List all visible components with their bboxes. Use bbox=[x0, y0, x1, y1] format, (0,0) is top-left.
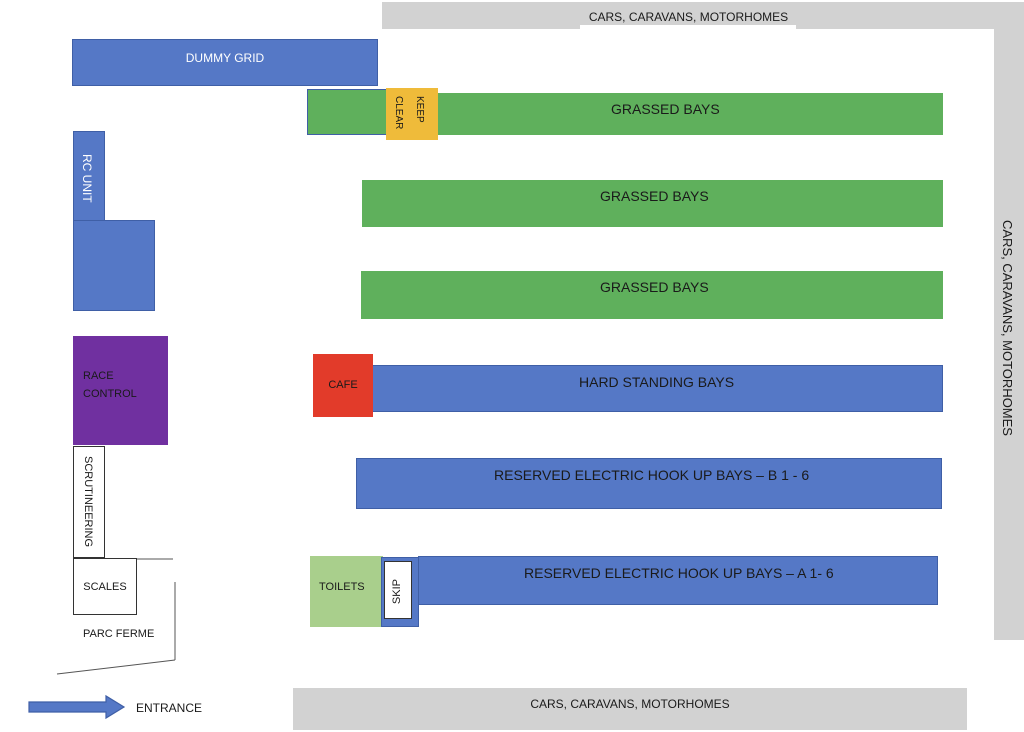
right-parking-area: CARS, CARAVANS, MOTORHOMES bbox=[994, 2, 1024, 640]
keep-clear-line1: KEEP bbox=[414, 96, 425, 123]
grassed-bays-2-label: GRASSED BAYS bbox=[600, 188, 709, 204]
race-control-line1: RACE bbox=[83, 370, 114, 382]
grassed-bays-1-label: GRASSED BAYS bbox=[611, 101, 720, 117]
rc-unit: RC UNIT bbox=[73, 131, 105, 221]
cafe-label: CAFE bbox=[328, 379, 358, 391]
reserved-electric-bays-a: RESERVED ELECTRIC HOOK UP BAYS – A 1- 6 bbox=[418, 556, 938, 605]
dummy-grid-label: DUMMY GRID bbox=[185, 51, 265, 65]
parc-ferme-bottom-edge bbox=[56, 659, 176, 675]
race-control-line2: CONTROL bbox=[83, 388, 137, 400]
grassed-bays-3-label: GRASSED BAYS bbox=[600, 279, 709, 295]
parc-ferme-label: PARC FERME bbox=[83, 628, 155, 640]
scrutineering: SCRUTINEERING bbox=[73, 446, 105, 558]
grassed-bays-2: GRASSED BAYS bbox=[362, 180, 943, 227]
reserved-electric-bays-b: RESERVED ELECTRIC HOOK UP BAYS – B 1 - 6 bbox=[356, 458, 942, 509]
rc-unit-label: RC UNIT bbox=[80, 154, 94, 203]
scales-label: SCALES bbox=[83, 581, 127, 593]
bottom-parking-area: CARS, CARAVANS, MOTORHOMES bbox=[293, 688, 967, 730]
grassed-bays-3: GRASSED BAYS bbox=[361, 271, 943, 319]
grassed-bays-1: GRASSED BAYS bbox=[437, 93, 943, 135]
hard-standing-label: HARD STANDING BAYS bbox=[579, 374, 735, 390]
reserved-a-label: RESERVED ELECTRIC HOOK UP BAYS – A 1- 6 bbox=[524, 565, 834, 581]
top-parking-area: CARS, CARAVANS, MOTORHOMES bbox=[382, 2, 995, 29]
entrance-label: ENTRANCE bbox=[136, 701, 203, 715]
dummy-grid: DUMMY GRID bbox=[72, 39, 378, 86]
grassed-bays-1-left-segment bbox=[307, 89, 387, 135]
reserved-b-label: RESERVED ELECTRIC HOOK UP BAYS – B 1 - 6 bbox=[494, 467, 810, 483]
scales: SCALES bbox=[73, 558, 137, 615]
top-parking-notch bbox=[580, 25, 796, 29]
bottom-parking-label: CARS, CARAVANS, MOTORHOMES bbox=[530, 697, 730, 711]
skip: SKIP bbox=[384, 561, 412, 619]
hard-standing-bays: HARD STANDING BAYS bbox=[370, 365, 943, 412]
right-parking-label: CARS, CARAVANS, MOTORHOMES bbox=[1000, 220, 1015, 436]
keep-clear-line2: CLEAR bbox=[393, 96, 404, 130]
top-parking-label: CARS, CARAVANS, MOTORHOMES bbox=[588, 10, 789, 24]
entrance-arrow-icon bbox=[28, 694, 126, 720]
keep-clear-zone: KEEP CLEAR bbox=[386, 88, 438, 140]
scrutineering-label: SCRUTINEERING bbox=[82, 456, 94, 548]
race-control: RACE CONTROL bbox=[73, 336, 168, 445]
skip-label: SKIP bbox=[391, 579, 403, 605]
rc-unit-area bbox=[73, 220, 155, 311]
toilets-label: TOILETS bbox=[319, 581, 365, 593]
skip-area: SKIP bbox=[381, 557, 419, 627]
cafe: CAFE bbox=[313, 354, 373, 417]
toilets: TOILETS bbox=[310, 556, 383, 627]
